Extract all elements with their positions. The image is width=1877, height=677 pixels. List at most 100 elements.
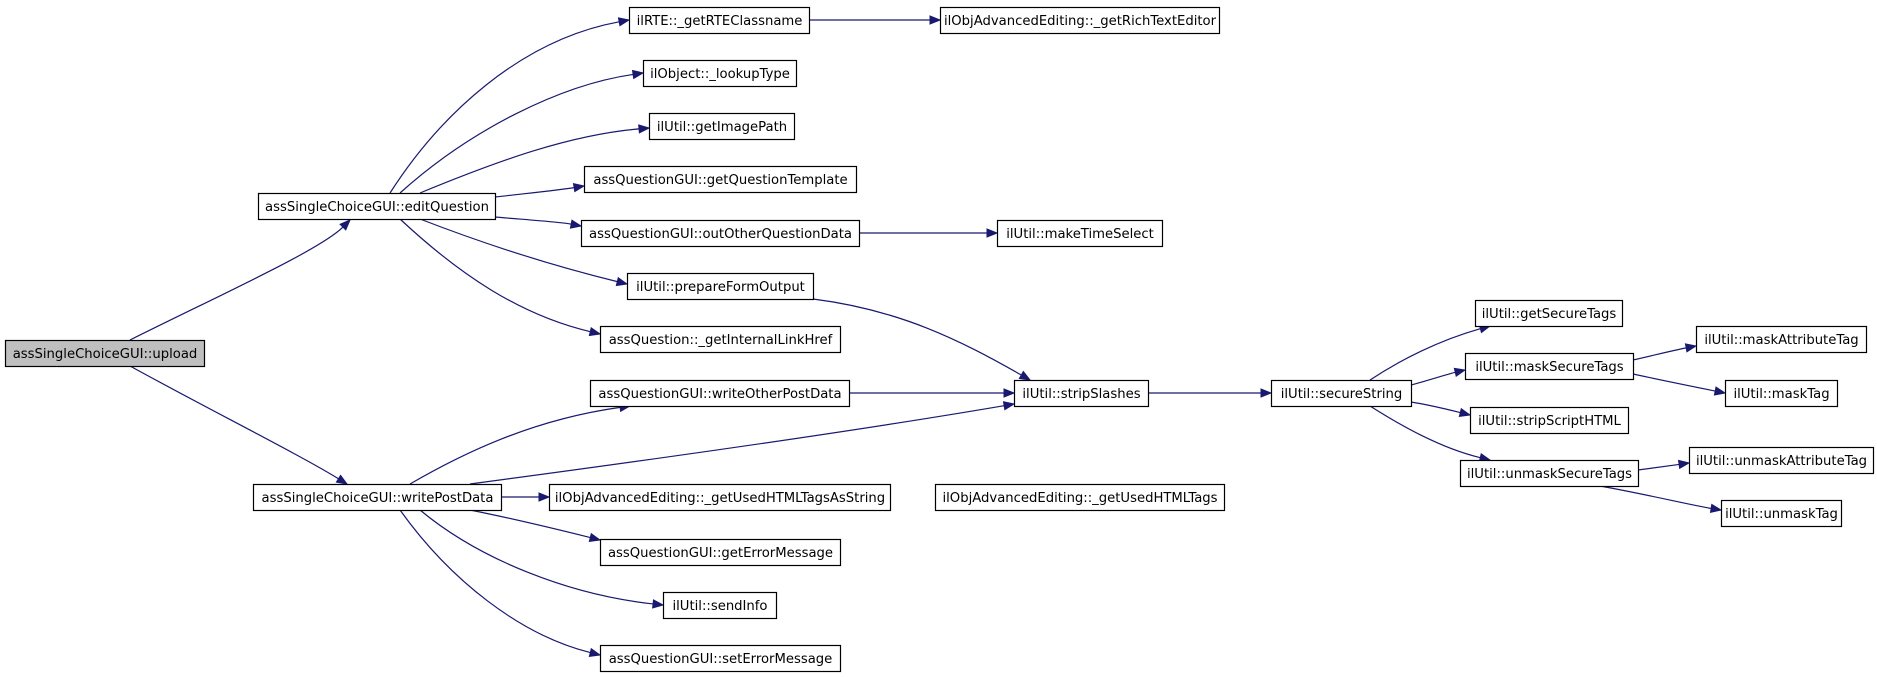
edge-editQuestion-to-outOtherQuestionData xyxy=(494,216,583,229)
node-label: ilUtil::maskSecureTags xyxy=(1475,360,1623,375)
edge-stripSlashes-to-secureString xyxy=(1148,388,1273,398)
edge-editQuestion-to-getRTEClassname xyxy=(389,17,631,194)
node-box[interactable] xyxy=(642,59,798,88)
node-getUsedHTMLTags[interactable]: ilObjAdvancedEditing::_getUsedHTMLTags xyxy=(934,483,1226,512)
node-box[interactable] xyxy=(599,538,842,567)
node-box[interactable] xyxy=(1474,299,1624,328)
edge-writePostData-to-setErrorMessage xyxy=(399,509,602,658)
edge-editQuestion-to-prepareFormOutput xyxy=(419,218,629,287)
node-getErrorMessage[interactable]: assQuestionGUI::getErrorMessage xyxy=(599,538,842,567)
node-outOtherQuestionData[interactable]: assQuestionGUI::outOtherQuestionData xyxy=(580,219,861,248)
edge-writePostData-to-getErrorMessage xyxy=(469,509,602,543)
arrowhead xyxy=(1458,407,1472,418)
node-box[interactable] xyxy=(583,165,858,194)
arrowhead xyxy=(1260,388,1273,398)
arrowhead xyxy=(929,15,942,25)
edge-line xyxy=(399,73,634,194)
node-stripSlashes[interactable]: ilUtil::stripSlashes xyxy=(1013,379,1150,408)
edge-line xyxy=(469,509,591,539)
node-unmaskTag[interactable]: ilUtil::unmaskTag xyxy=(1720,499,1843,528)
edge-line xyxy=(419,509,654,605)
node-box[interactable] xyxy=(252,483,503,512)
node-box[interactable] xyxy=(1459,459,1640,488)
edge-line xyxy=(1599,485,1712,510)
node-getInternalLinkHref[interactable]: assQuestion::_getInternalLinkHref xyxy=(599,325,842,354)
edge-line xyxy=(1637,463,1680,471)
node-makeTimeSelect[interactable]: ilUtil::makeTimeSelect xyxy=(996,219,1164,248)
node-maskTag[interactable]: ilUtil::maskTag xyxy=(1724,379,1839,408)
node-writeOtherPostData[interactable]: assQuestionGUI::writeOtherPostData xyxy=(589,379,851,408)
edge-editQuestion-to-getInternalLinkHref xyxy=(399,218,602,337)
node-box[interactable] xyxy=(996,219,1164,248)
node-box[interactable] xyxy=(1724,379,1839,408)
node-box[interactable] xyxy=(1695,325,1868,354)
node-box[interactable] xyxy=(599,644,842,673)
arrowhead xyxy=(588,532,602,543)
node-upload[interactable]: assSingleChoiceGUI::upload xyxy=(4,339,206,368)
node-getQuestionTemplate[interactable]: assQuestionGUI::getQuestionTemplate xyxy=(583,165,858,194)
edge-writePostData-to-stripSlashes xyxy=(469,401,1016,485)
edge-outOtherQuestionData-to-makeTimeSelect xyxy=(859,228,999,238)
node-sendInfo[interactable]: ilUtil::sendInfo xyxy=(662,591,778,620)
node-setErrorMessage[interactable]: assQuestionGUI::setErrorMessage xyxy=(599,644,842,673)
node-editQuestion[interactable]: assSingleChoiceGUI::editQuestion xyxy=(257,192,497,221)
edge-line xyxy=(1410,371,1456,386)
arrowhead xyxy=(1713,386,1727,396)
node-box[interactable] xyxy=(4,339,206,368)
arrowhead xyxy=(1684,343,1698,353)
node-box[interactable] xyxy=(1013,379,1150,408)
node-label: assQuestion::_getInternalLinkHref xyxy=(609,333,833,348)
node-secureString[interactable]: ilUtil::secureString xyxy=(1270,379,1413,408)
node-box[interactable] xyxy=(934,483,1226,512)
node-box[interactable] xyxy=(1464,352,1635,381)
node-unmaskAttributeTag[interactable]: ilUtil::unmaskAttributeTag xyxy=(1688,446,1875,475)
arrowhead xyxy=(617,17,631,27)
node-box[interactable] xyxy=(628,6,811,35)
edge-secureString-to-stripScriptHTML xyxy=(1410,401,1472,418)
node-getImagePath[interactable]: ilUtil::getImagePath xyxy=(648,112,796,141)
node-box[interactable] xyxy=(648,112,796,141)
node-getRichTextEditor[interactable]: ilObjAdvancedEditing::_getRichTextEditor xyxy=(939,6,1221,35)
node-box[interactable] xyxy=(1720,499,1843,528)
node-label: ilObjAdvancedEditing::_getUsedHTMLTagsAs… xyxy=(555,491,885,506)
edge-line xyxy=(419,128,640,194)
edge-editQuestion-to-getImagePath xyxy=(419,124,651,194)
edge-line xyxy=(494,187,575,198)
arrowhead xyxy=(538,492,551,502)
node-label: assQuestionGUI::getQuestionTemplate xyxy=(593,173,847,188)
node-label: assQuestionGUI::outOtherQuestionData xyxy=(589,227,852,242)
node-box[interactable] xyxy=(1270,379,1413,408)
node-label: ilUtil::getSecureTags xyxy=(1482,307,1617,322)
edge-line xyxy=(1369,328,1481,381)
node-lookupType[interactable]: ilObject::_lookupType xyxy=(642,59,798,88)
node-getSecureTags[interactable]: ilUtil::getSecureTags xyxy=(1474,299,1624,328)
edge-editQuestion-to-lookupType xyxy=(399,69,645,194)
node-maskSecureTags[interactable]: ilUtil::maskSecureTags xyxy=(1464,352,1635,381)
arrowhead xyxy=(339,219,351,231)
node-box[interactable] xyxy=(599,325,842,354)
node-box[interactable] xyxy=(548,483,892,512)
node-getRTEClassname[interactable]: ilRTE::_getRTEClassname xyxy=(628,6,811,35)
node-label: assQuestionGUI::setErrorMessage xyxy=(609,652,833,667)
node-prepareFormOutput[interactable]: ilUtil::prepareFormOutput xyxy=(626,272,815,301)
node-box[interactable] xyxy=(1469,406,1630,435)
node-label: ilObject::_lookupType xyxy=(650,67,790,82)
node-box[interactable] xyxy=(626,272,815,301)
arrowhead xyxy=(615,276,629,287)
node-stripScriptHTML[interactable]: ilUtil::stripScriptHTML xyxy=(1469,406,1630,435)
node-maskAttributeTag[interactable]: ilUtil::maskAttributeTag xyxy=(1695,325,1868,354)
node-box[interactable] xyxy=(1688,446,1875,475)
node-label: ilRTE::_getRTEClassname xyxy=(637,14,803,29)
arrowhead xyxy=(631,69,645,80)
node-box[interactable] xyxy=(589,379,851,408)
node-box[interactable] xyxy=(662,591,778,620)
node-unmaskSecureTags[interactable]: ilUtil::unmaskSecureTags xyxy=(1459,459,1640,488)
node-box[interactable] xyxy=(939,6,1221,35)
arrowhead xyxy=(1002,401,1016,411)
node-box[interactable] xyxy=(257,192,497,221)
node-writePostData[interactable]: assSingleChoiceGUI::writePostData xyxy=(252,483,503,512)
node-box[interactable] xyxy=(580,219,861,248)
node-label: ilUtil::prepareFormOutput xyxy=(636,280,805,295)
node-getUsedHTMLTagsAsString[interactable]: ilObjAdvancedEditing::_getUsedHTMLTagsAs… xyxy=(548,483,892,512)
